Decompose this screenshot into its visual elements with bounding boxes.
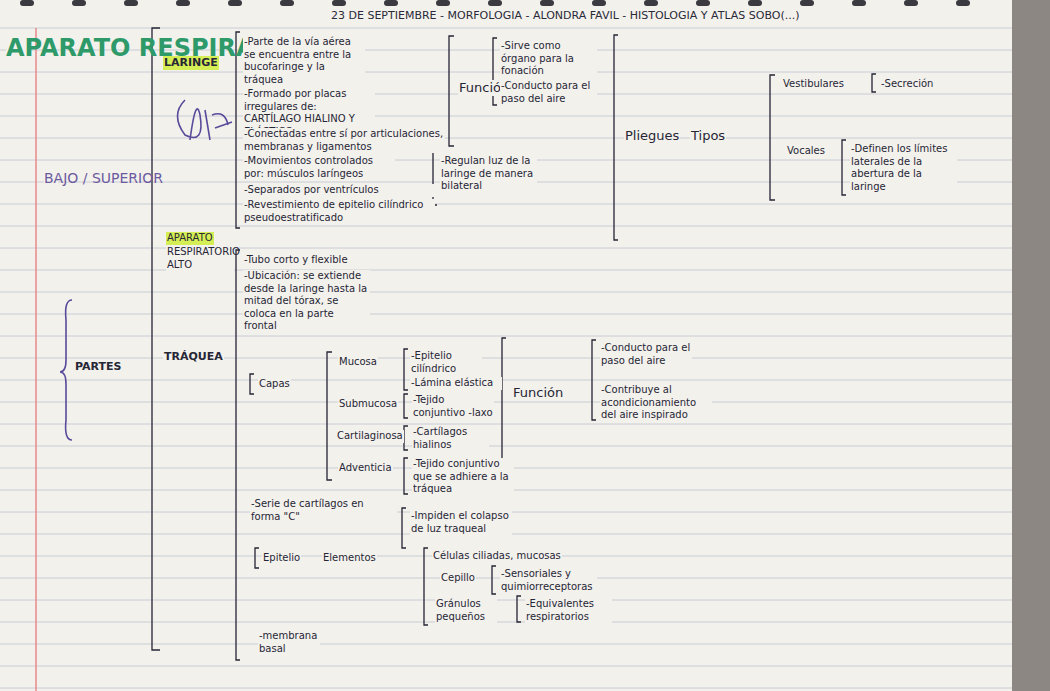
branch-label: Adventicia bbox=[338, 462, 393, 475]
branch-label: Pliegues bbox=[624, 128, 680, 144]
branch-label: Elementos bbox=[322, 552, 377, 565]
note-text: -Conducto para el paso del aire bbox=[600, 342, 692, 367]
vertical-title: APARATO RESPIRATORIO bbox=[6, 32, 30, 66]
note-text: -Tejido conjuntivo -laxo bbox=[412, 394, 494, 419]
note-text: Gránulos pequeños bbox=[435, 598, 497, 623]
branch-label: Cartilaginosa bbox=[336, 430, 404, 443]
section-label: RESPIRATORIO ALTO bbox=[166, 246, 234, 271]
note-text: -Conducto para el paso del aire bbox=[500, 80, 597, 105]
note-text: -Tubo corto y flexible bbox=[243, 254, 425, 267]
note-text: -Separados por ventrículos bbox=[243, 184, 435, 197]
section-label: TRÁQUEA bbox=[163, 350, 224, 364]
page-title: 23 DE SEPTIEMBRE - MORFOLOGIA - ALONDRA … bbox=[330, 9, 801, 23]
note-text: -Parte de la vía aérea se encuentra entr… bbox=[243, 36, 365, 86]
branch-label: Submucosa bbox=[338, 398, 398, 411]
note-text: -Cartílagos hialinos bbox=[412, 426, 489, 451]
branch-label: Tipos bbox=[690, 128, 726, 144]
branch-label: Cepillo bbox=[440, 572, 476, 585]
note-text: -Conectadas entre sí por articulaciones,… bbox=[243, 128, 445, 153]
section-label: LARINGE bbox=[163, 56, 219, 70]
note-text: -Tejido conjuntivo que se adhiere a la t… bbox=[412, 458, 514, 496]
section-label: APARATO bbox=[166, 232, 214, 245]
note-text: -Equivalentes respiratorios bbox=[525, 598, 612, 623]
note-text: -membrana basal bbox=[258, 630, 320, 655]
note-text: -Secreción bbox=[880, 78, 934, 91]
note-text: -Lámina elástica bbox=[410, 377, 502, 390]
branch-label: Mucosa bbox=[338, 356, 378, 369]
vertical-note: BAJO / SUPERIOR bbox=[44, 165, 58, 192]
note-text: -Contribuye al acondicionamiento del air… bbox=[600, 384, 712, 422]
note-text: -Impiden el colapso de luz traqueal bbox=[410, 510, 512, 535]
branch-label: Función bbox=[512, 385, 564, 401]
note-text: -Ubicación: se extiende desde la laringe… bbox=[243, 270, 370, 333]
note-text: -Revestimiento de epitelio cilíndrico ps… bbox=[243, 199, 435, 224]
note-text: -Movimientos controlados por: músculos l… bbox=[243, 155, 395, 180]
note-text: -Serie de cartílagos en forma "C" bbox=[250, 498, 397, 523]
note-text: -Sirve como órgano para la fonación bbox=[500, 40, 597, 78]
branch-label: Capas bbox=[258, 378, 291, 391]
note-text: -Definen los límites laterales de la abe… bbox=[850, 143, 957, 193]
branch-label: Epitelio bbox=[262, 552, 301, 565]
note-text: -Sensoriales y quimiorreceptoras bbox=[500, 568, 597, 593]
note-text: -Regulan luz de la laringe de manera bil… bbox=[440, 155, 537, 193]
section-label: PARTES bbox=[74, 360, 122, 374]
note-text: -Epitelio cilíndrico bbox=[410, 350, 482, 375]
branch-label: Vocales bbox=[786, 145, 826, 158]
branch-label: Vestibulares bbox=[782, 78, 845, 91]
note-text: Células ciliadas, mucosas bbox=[432, 550, 562, 563]
